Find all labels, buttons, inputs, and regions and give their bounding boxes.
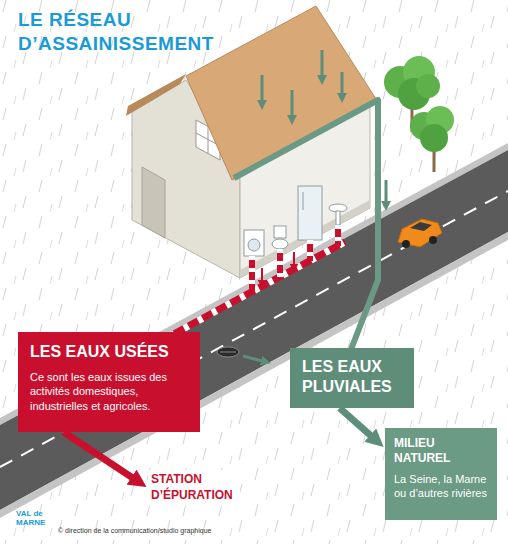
road-marking [0, 191, 508, 467]
shower [303, 192, 304, 210]
car-wheel [402, 240, 410, 248]
flow-arrow [293, 252, 295, 268]
process-box: MILIEU NATUREL La Seine, la Marne ou d’au… [385, 428, 497, 520]
washing-machine [248, 239, 260, 251]
house [126, 6, 386, 352]
flow-arrow [321, 50, 324, 80]
waste-pipe [252, 225, 338, 292]
tree [416, 74, 440, 98]
flow-arrow [341, 72, 344, 98]
box-heading: LES EAUX PLUVIALES [302, 357, 402, 398]
flow-arrow [243, 356, 266, 362]
washing-machine [244, 230, 264, 256]
toilet [272, 239, 288, 249]
shower [298, 186, 322, 240]
flow-arrow [291, 90, 294, 120]
copyright-note: © direction de la communication/studio g… [58, 527, 378, 535]
flow-arrow [261, 268, 263, 284]
destination-label: STATION D’ÉPURATION [148, 470, 240, 506]
car [398, 219, 442, 247]
waste-pipe-stripe [252, 225, 338, 292]
process-box: LES EAUX USÉES Ce sont les eaux issues de… [18, 332, 200, 432]
box-heading: MILIEU NATUREL [394, 436, 488, 466]
box-heading: LES EAUX USÉES [30, 342, 188, 362]
roof-edge [126, 74, 186, 116]
diagram-title: LE RÉSEAU D’ASSAINISSEMENT [18, 8, 263, 57]
sink [336, 211, 340, 225]
logo-text: VAL de MARNE [16, 510, 54, 528]
flow-arrow [261, 75, 264, 105]
drain-grate [220, 352, 236, 353]
box-body: Ce sont les eaux issues des activités do… [30, 370, 188, 413]
toilet [274, 226, 286, 238]
house-door [142, 167, 165, 238]
flow-arrow [385, 180, 388, 206]
process-box: LES EAUX PLUVIALES [290, 348, 414, 408]
rain-pipe [234, 100, 378, 352]
flow-arrow [64, 432, 138, 481]
tree [420, 124, 448, 152]
flow-arrow [340, 408, 376, 440]
drain-grate [217, 347, 239, 357]
car-window [410, 222, 432, 231]
box-heading: STATION D’ÉPURATION [151, 472, 237, 503]
car-wheel [429, 236, 437, 244]
box-body: La Seine, la Marne ou d’autres rivières [394, 472, 488, 501]
